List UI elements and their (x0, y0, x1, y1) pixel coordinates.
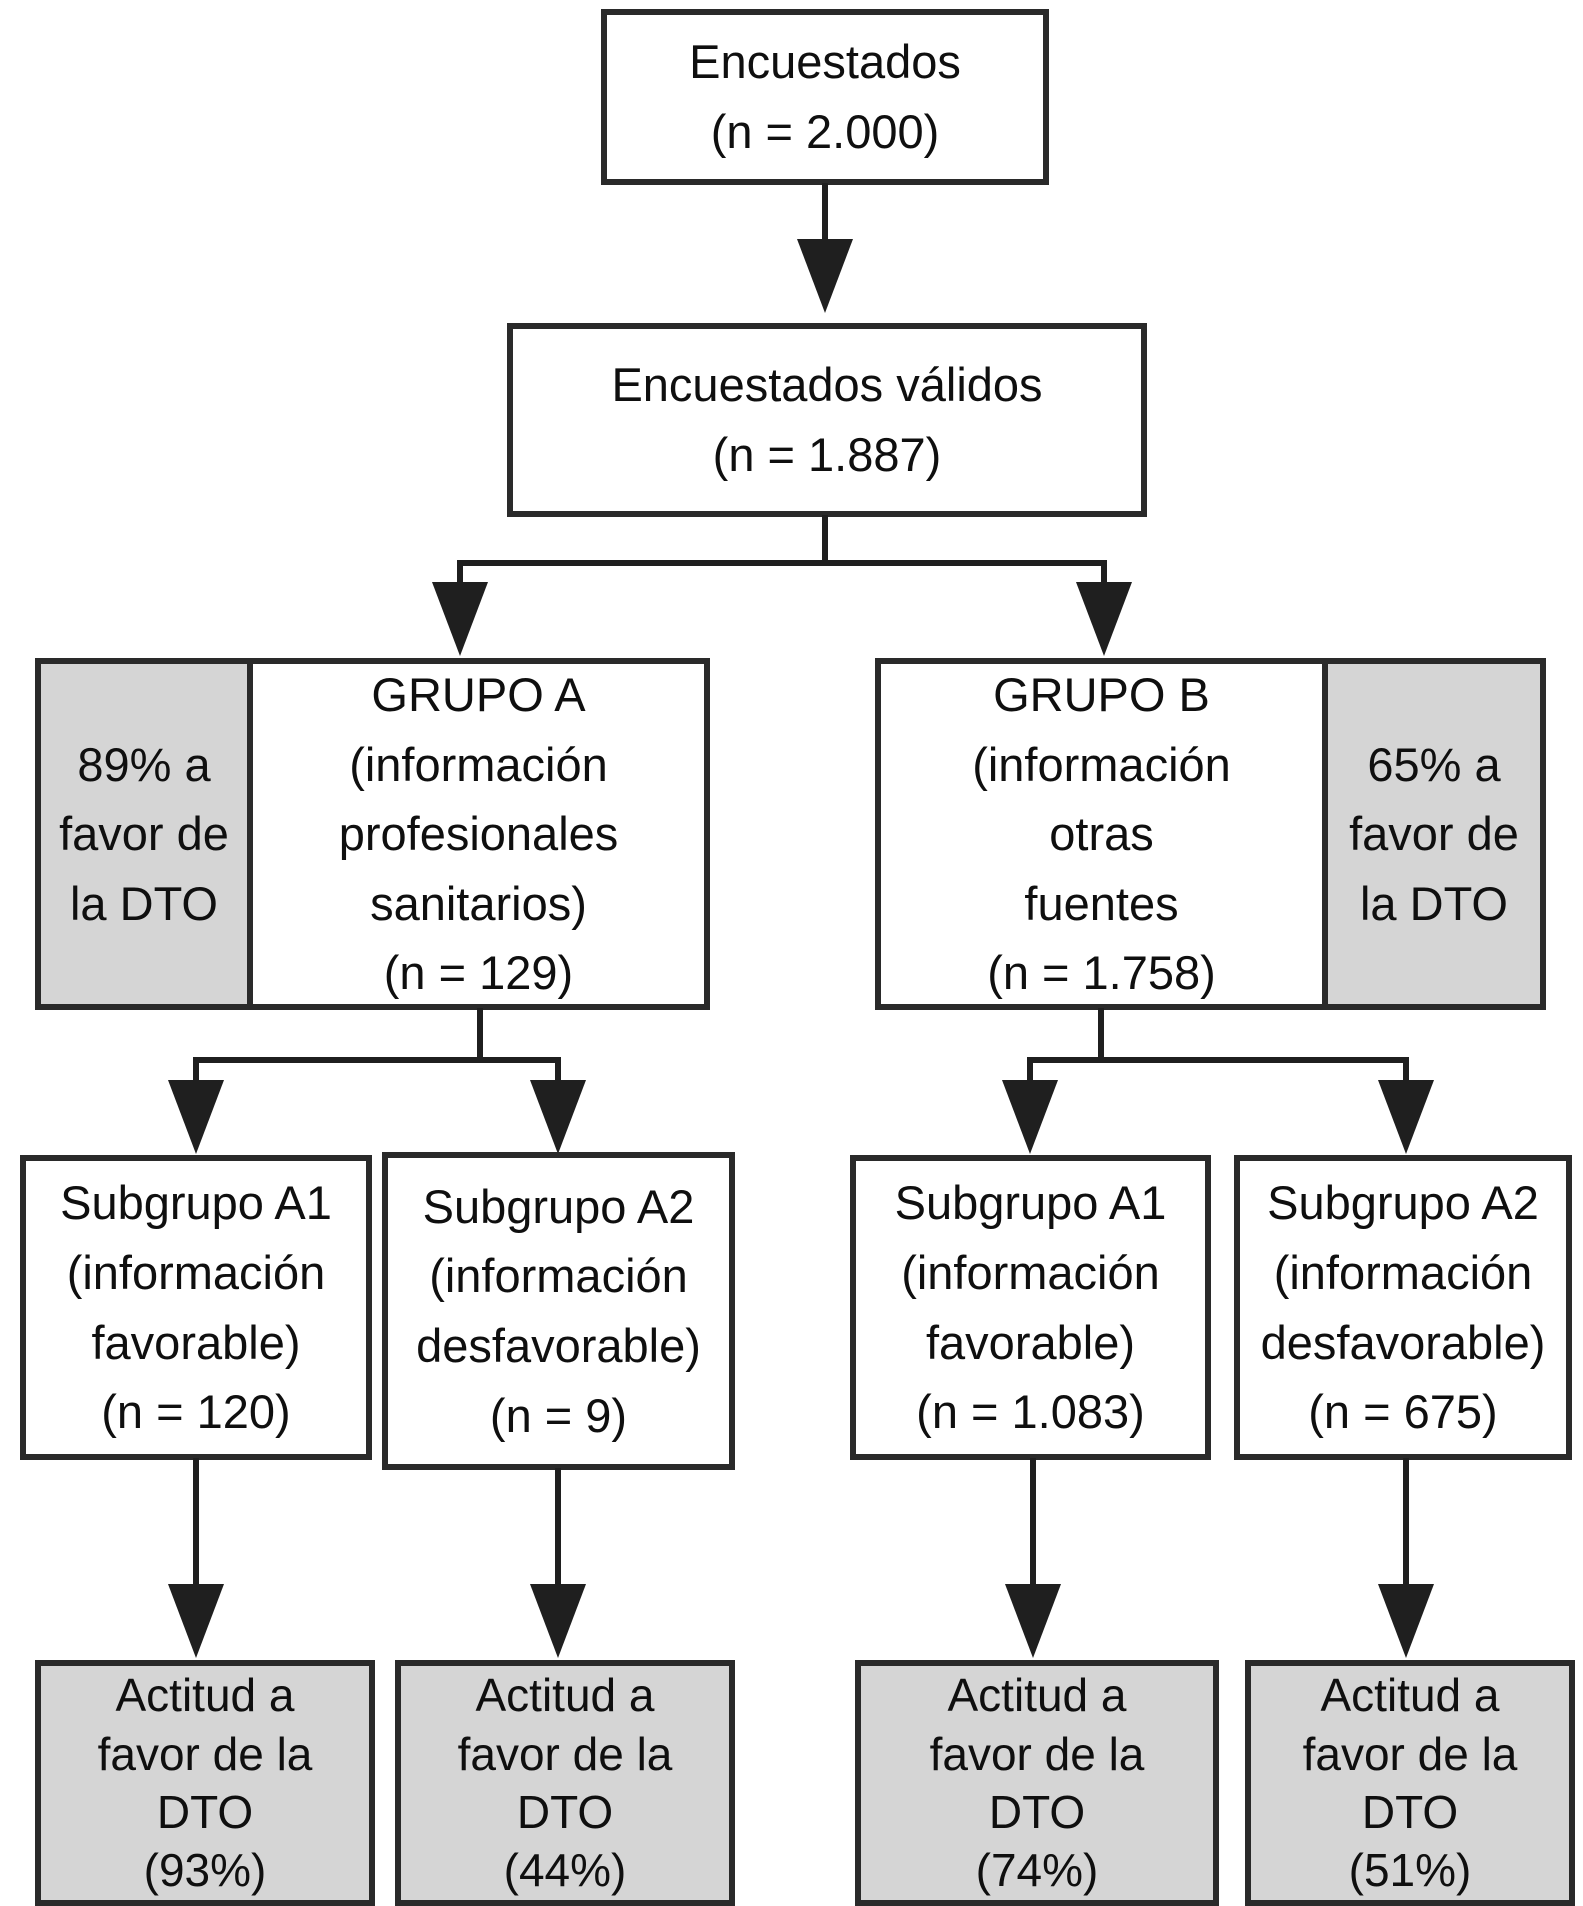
connector-valid-split-bar (457, 560, 1107, 566)
connector-grupo-b-right-stub (1403, 1057, 1409, 1084)
node-encuestados-label: Encuestados (n = 2.000) (689, 35, 961, 158)
actitud-74-label: Actitud a favor de la DTO (74%) (929, 1669, 1145, 1897)
node-subgrupo-a2-left: Subgrupo A2 (información desfavorable) (… (382, 1152, 735, 1470)
grupo-b-label: GRUPO B (información otras fuentes (n = … (972, 668, 1231, 1000)
connector-valid-split-stem (822, 515, 828, 566)
grupo-a-side-label: 89% a favor de la DTO (59, 737, 229, 930)
node-grupo-b: GRUPO B (información otras fuentes (n = … (875, 658, 1546, 1010)
arrowhead-down-icon (530, 1080, 586, 1154)
node-encuestados-validos: Encuestados válidos (n = 1.887) (507, 323, 1147, 517)
connector-grupo-b-bar (1027, 1057, 1409, 1063)
actitud-51-label: Actitud a favor de la DTO (51%) (1302, 1669, 1518, 1897)
connector-grupo-b-left-stub (1027, 1057, 1033, 1084)
subgrupo-a2-left-label: Subgrupo A2 (información desfavorable) (… (416, 1179, 701, 1442)
node-actitud-74: Actitud a favor de la DTO (74%) (855, 1660, 1219, 1906)
grupo-a-side-panel: 89% a favor de la DTO (41, 664, 253, 1004)
grupo-a-label: GRUPO A (información profesionales sanit… (338, 668, 619, 1000)
arrowhead-down-icon (1005, 1584, 1061, 1658)
arrowhead-down-icon (797, 239, 853, 313)
node-subgrupo-a1-right: Subgrupo A1 (información favorable) (n =… (850, 1155, 1211, 1460)
arrowhead-down-icon (1378, 1080, 1434, 1154)
node-grupo-a: 89% a favor de la DTO GRUPO A (informaci… (35, 658, 710, 1010)
arrowhead-down-icon (432, 582, 488, 656)
connector-subgroup4-stem (1403, 1458, 1409, 1588)
arrowhead-down-icon (168, 1080, 224, 1154)
node-subgrupo-a1-left: Subgrupo A1 (información favorable) (n =… (20, 1155, 372, 1460)
connector-grupo-a-left-stub (193, 1057, 199, 1084)
node-actitud-44: Actitud a favor de la DTO (44%) (395, 1660, 735, 1906)
node-subgrupo-a2-right: Subgrupo A2 (información desfavorable) (… (1234, 1155, 1572, 1460)
subgrupo-a2-right-label: Subgrupo A2 (información desfavorable) (… (1260, 1176, 1546, 1439)
grupo-a-main-panel: GRUPO A (información profesionales sanit… (253, 664, 704, 1004)
node-actitud-51: Actitud a favor de la DTO (51%) (1245, 1660, 1575, 1906)
arrowhead-down-icon (1002, 1080, 1058, 1154)
grupo-b-main-panel: GRUPO B (información otras fuentes (n = … (881, 664, 1328, 1004)
connector-grupo-a-stem (477, 1008, 483, 1063)
connector-split-left-stub (457, 560, 463, 586)
node-actitud-93: Actitud a favor de la DTO (93%) (35, 1660, 375, 1906)
subgrupo-a1-left-label: Subgrupo A1 (información favorable) (n =… (60, 1176, 332, 1439)
connector-subgroup2-stem (555, 1468, 561, 1588)
node-encuestados: Encuestados (n = 2.000) (601, 9, 1049, 185)
grupo-b-side-panel: 65% a favor de la DTO (1328, 664, 1540, 1004)
subgrupo-a1-right-label: Subgrupo A1 (información favorable) (n =… (894, 1176, 1167, 1439)
connector-subgroup3-stem (1030, 1458, 1036, 1588)
actitud-93-label: Actitud a favor de la DTO (93%) (97, 1669, 313, 1897)
grupo-b-side-label: 65% a favor de la DTO (1349, 737, 1519, 930)
arrowhead-down-icon (530, 1584, 586, 1658)
actitud-44-label: Actitud a favor de la DTO (44%) (457, 1669, 673, 1897)
connector-split-right-stub (1101, 560, 1107, 586)
arrowhead-down-icon (1378, 1584, 1434, 1658)
arrowhead-down-icon (168, 1584, 224, 1658)
connector-grupo-a-bar (193, 1057, 561, 1063)
connector-grupo-a-right-stub (555, 1057, 561, 1084)
arrowhead-down-icon (1076, 582, 1132, 656)
connector-subgroup1-stem (193, 1458, 199, 1588)
connector-root-to-valid-line (822, 183, 828, 241)
connector-grupo-b-stem (1098, 1008, 1104, 1063)
node-encuestados-validos-label: Encuestados válidos (n = 1.887) (611, 358, 1043, 481)
